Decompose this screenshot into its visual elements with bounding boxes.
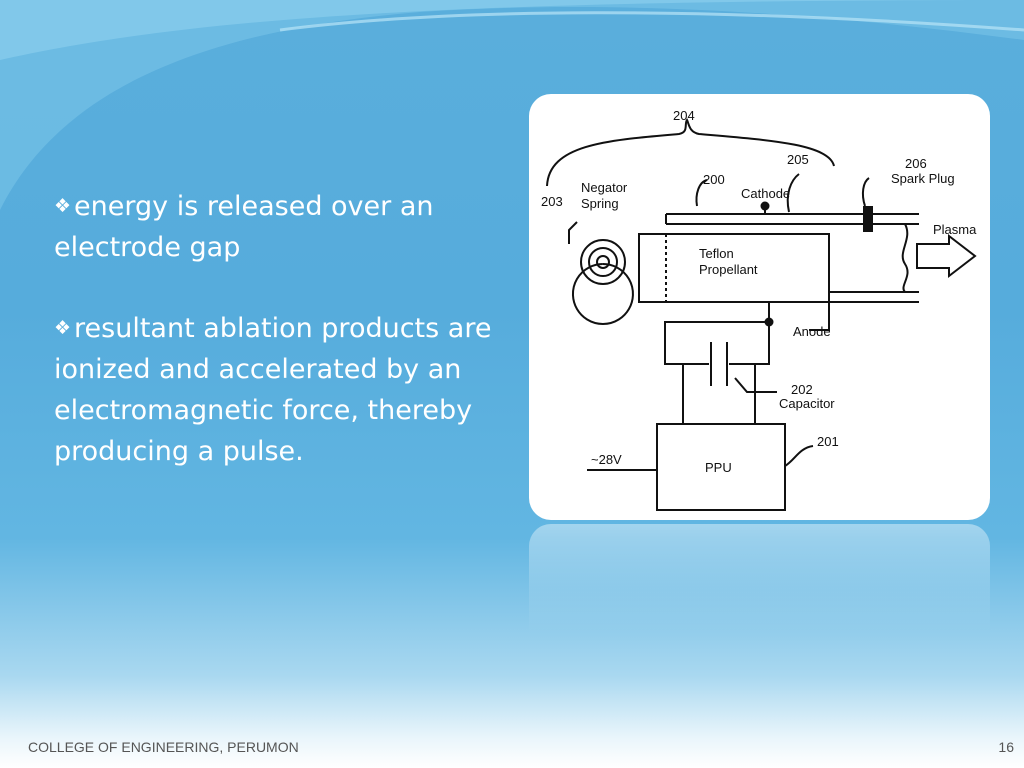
label-203: 203 (541, 194, 563, 209)
label-200: 200 (703, 172, 725, 187)
label-anode: Anode (793, 324, 831, 339)
bullet-item: ❖energy is released over an electrode ga… (54, 186, 524, 268)
bullet-text: energy is released over an electrode gap (54, 191, 434, 263)
label-28v: ~28V (591, 452, 622, 467)
label-204: 204 (673, 108, 695, 123)
bullet-item: ❖resultant ablation products are ionized… (54, 308, 524, 472)
footer-college: COLLEGE OF ENGINEERING, PERUMON (28, 739, 299, 755)
page-number: 16 (998, 739, 1014, 755)
label-205: 205 (787, 152, 809, 167)
diamond-bullet-icon: ❖ (54, 195, 72, 217)
label-202: 202 (791, 382, 813, 397)
pulsed-plasma-thruster-diagram: 204 205 206 Spark Plug 200 Cathode 203 N… (541, 108, 977, 511)
label-plasma: Plasma (933, 222, 977, 237)
label-cathode: Cathode (741, 186, 790, 201)
label-teflon: Teflon (699, 246, 734, 261)
label-capacitor: Capacitor (779, 396, 835, 411)
label-201: 201 (817, 434, 839, 449)
diagram-reflection (529, 524, 990, 634)
label-propellant: Propellant (699, 262, 758, 277)
label-negator: Negator (581, 180, 628, 195)
label-spring: Spring (581, 196, 619, 211)
label-spark-plug: Spark Plug (891, 171, 955, 186)
diamond-bullet-icon: ❖ (54, 317, 72, 339)
bullet-list: ❖energy is released over an electrode ga… (54, 186, 524, 512)
thruster-diagram-card: 204 205 206 Spark Plug 200 Cathode 203 N… (529, 94, 990, 520)
label-ppu: PPU (705, 460, 732, 475)
bullet-text: resultant ablation products are ionized … (54, 313, 492, 467)
label-206: 206 (905, 156, 927, 171)
